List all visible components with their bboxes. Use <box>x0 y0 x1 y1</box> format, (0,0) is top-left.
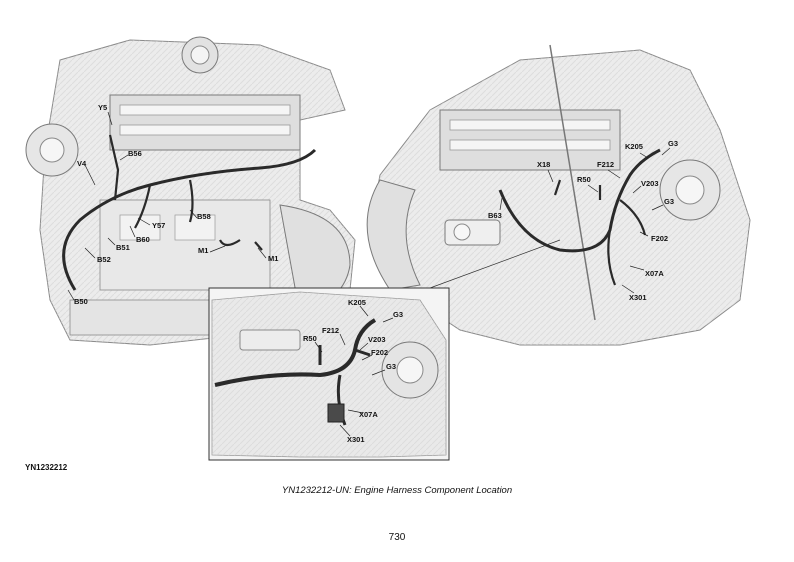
callout-g3-detail-a: G3 <box>393 310 404 319</box>
engine-illustration <box>25 36 751 461</box>
callout-v4: V4 <box>77 159 87 168</box>
callout-k205-detail: K205 <box>348 298 366 307</box>
engine-harness-figure: Y5 B56 V4 Y57 B58 B60 B51 M1 M1 B52 B50 … <box>25 36 751 461</box>
callout-g3-detail-b: G3 <box>386 362 397 371</box>
callout-g3-right-a: G3 <box>668 139 679 148</box>
callout-f212-detail: F212 <box>322 326 340 335</box>
callout-k205-right: K205 <box>625 142 643 151</box>
callout-x18: X18 <box>537 160 551 169</box>
callout-f202-right: F202 <box>651 234 669 243</box>
callout-r50-right: R50 <box>577 175 591 184</box>
figure-caption: YN1232212-UN: Engine Harness Component L… <box>281 485 513 496</box>
callout-x07a-right: X07A <box>645 269 664 278</box>
callout-b60: B60 <box>136 235 150 244</box>
callout-v203-right: V203 <box>641 179 659 188</box>
figure-id: YN1232212 <box>25 463 68 472</box>
callout-x07a-detail: X07A <box>359 410 378 419</box>
page-number: 730 <box>388 532 406 543</box>
callout-y57: Y57 <box>152 221 166 230</box>
callout-m1-a: M1 <box>198 246 209 255</box>
callout-y5: Y5 <box>98 103 108 112</box>
callout-b58: B58 <box>197 212 211 221</box>
callout-f202-detail: F202 <box>371 348 389 357</box>
callout-b50: B50 <box>74 297 88 306</box>
right-engine-view <box>366 44 751 346</box>
callout-b56: B56 <box>128 149 142 158</box>
detail-inset <box>208 287 450 461</box>
callout-b52: B52 <box>97 255 111 264</box>
callout-v203-detail: V203 <box>368 335 386 344</box>
callout-b63: B63 <box>488 211 502 220</box>
callout-x301-right: X301 <box>629 293 647 302</box>
callout-f212-right: F212 <box>597 160 615 169</box>
callout-b51: B51 <box>116 243 130 252</box>
callout-x301-detail: X301 <box>347 435 365 444</box>
callout-r50-detail: R50 <box>303 334 317 343</box>
callout-g3-right-b: G3 <box>664 197 675 206</box>
left-engine-view <box>25 36 356 346</box>
callout-m1-b: M1 <box>268 254 279 263</box>
